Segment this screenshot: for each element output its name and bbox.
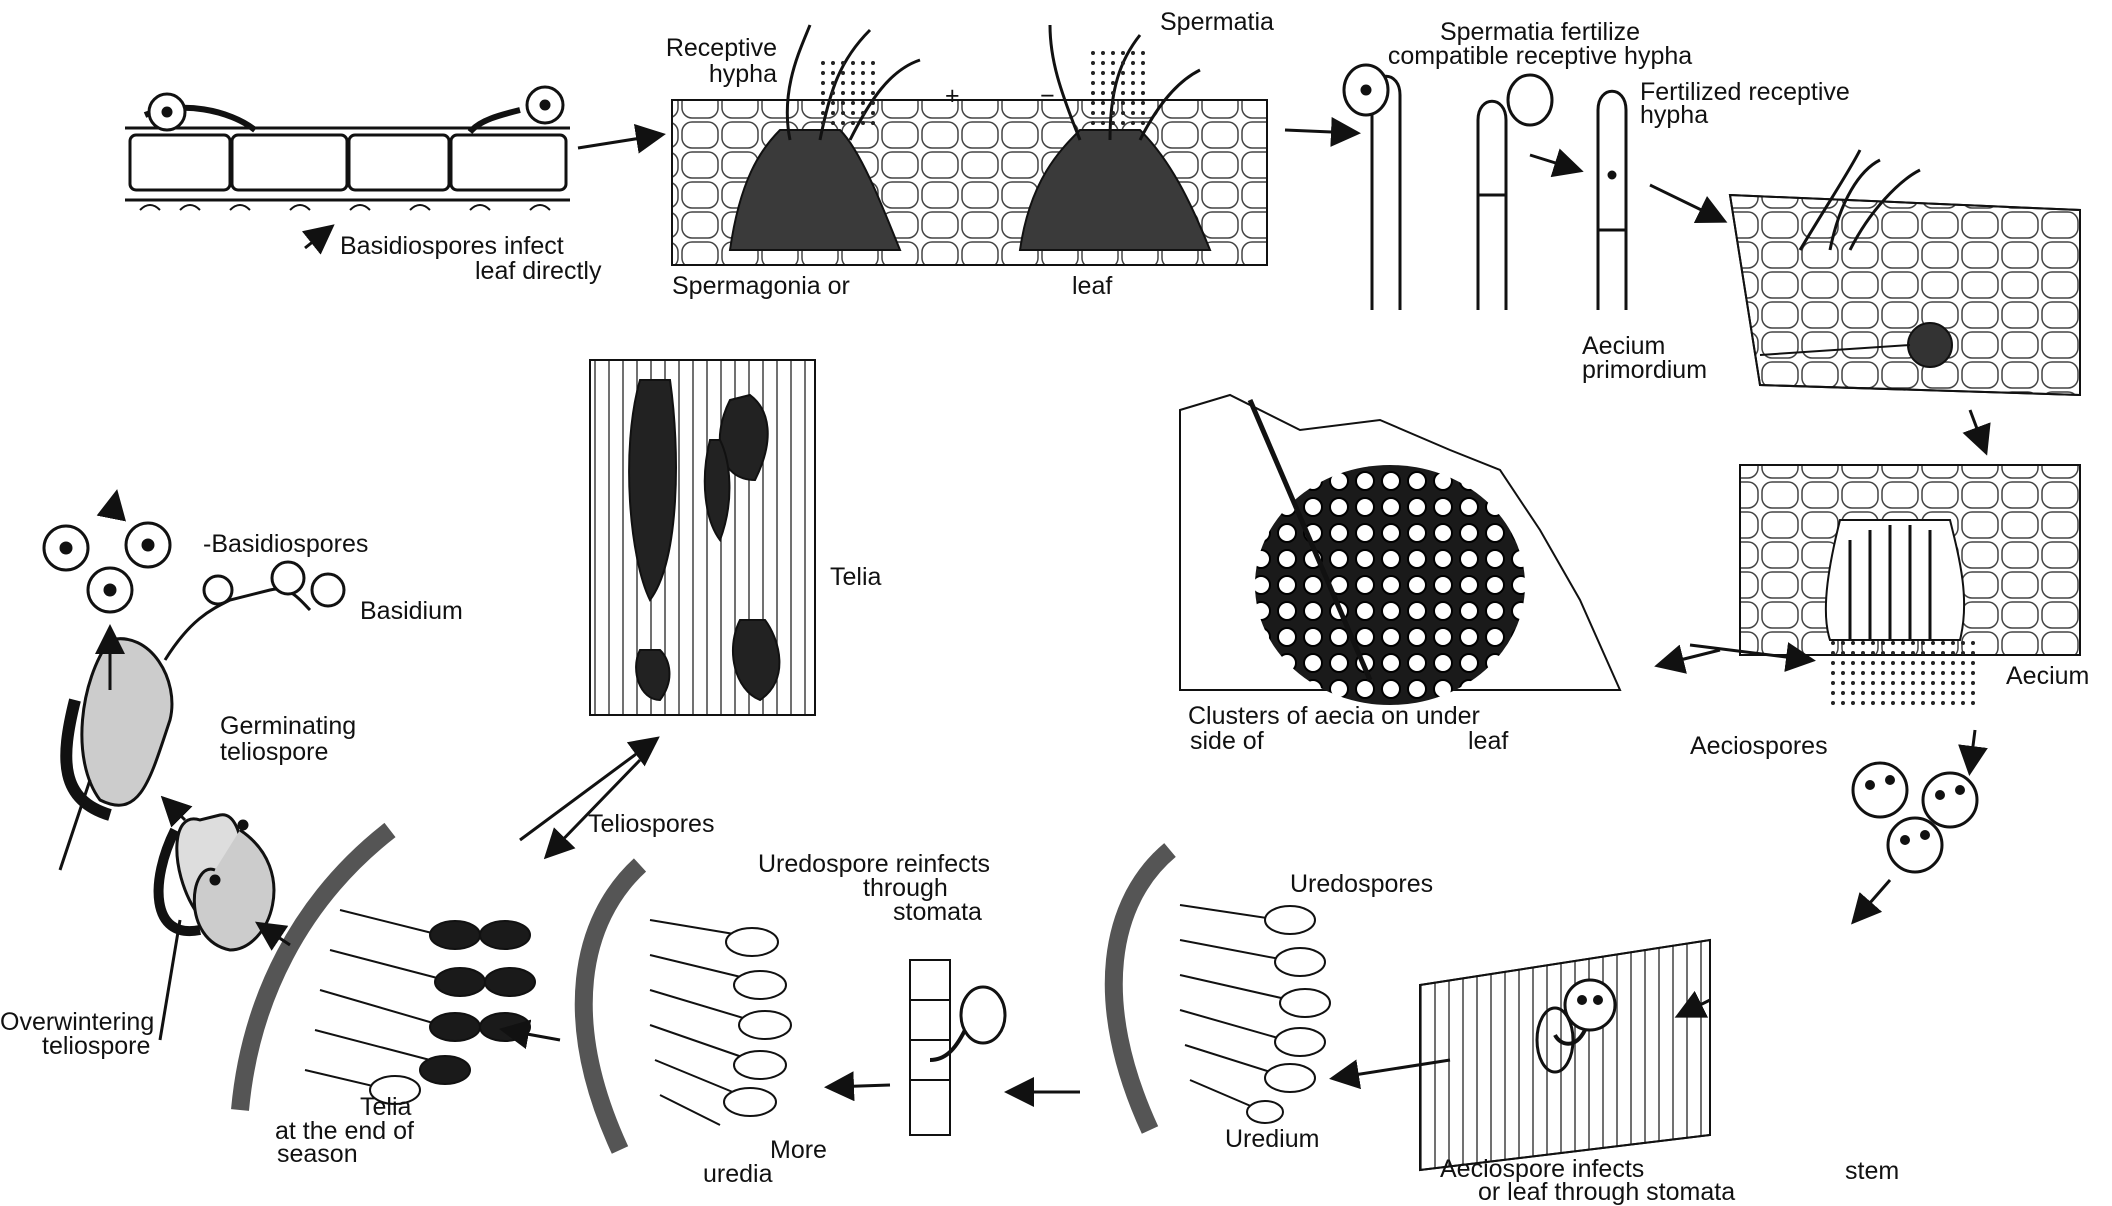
arrow-spermagonia-to-fertilize — [1285, 130, 1355, 133]
clusters-of-aecia-label-line1: Clusters of aecia on under — [1188, 702, 1480, 730]
uredospore-reinfects-label-line3: stomata — [893, 898, 982, 926]
panel-fertilization — [1344, 65, 1626, 310]
germinating-teliospore-label-line1: Germinating — [220, 712, 356, 740]
uredium-label: Uredium — [1225, 1125, 1319, 1153]
teliospores-label: Teliospores — [588, 810, 714, 838]
spermagonia-label: Spermagonia or — [672, 272, 850, 300]
more-uredia-label-line1: More — [770, 1136, 827, 1164]
arrow-basidiospores-to-spermagonia — [578, 135, 660, 148]
clusters-of-aecia-leaf-label: leaf — [1468, 727, 1508, 755]
aeciospores-label: Aeciospores — [1690, 732, 1828, 760]
panel-telia-stem — [590, 360, 815, 715]
minus-mating-type-label: − — [1040, 82, 1055, 110]
arrow-reinfection-to-more-uredia — [830, 1085, 890, 1087]
arrow-primordium-to-aecium — [1970, 410, 1985, 450]
panel-telia-end-of-season — [240, 830, 535, 1110]
arrow-basidiospore-infect-pointer — [305, 228, 330, 248]
arrow-germinating-up — [165, 800, 185, 820]
panel-teliospores — [44, 523, 344, 1040]
spermatia-label: Spermatia — [1160, 8, 1274, 36]
more-uredia-label-line2: uredia — [703, 1160, 773, 1188]
basidiospores-infect-label: Basidiospores infect — [340, 232, 564, 260]
panel-basidiospore-infection — [125, 87, 570, 210]
arrow-aecium-to-aeciospores — [1970, 730, 1975, 770]
arrow-fertilize-step — [1530, 155, 1578, 170]
basidium-label: Basidium — [360, 597, 463, 625]
panel-more-uredia — [584, 865, 791, 1150]
arrow-overwintering-to-germinating — [260, 925, 290, 945]
arrow-aecium-to-clusters — [1660, 650, 1720, 665]
arrow-fertilized-to-primordium — [1650, 185, 1722, 220]
aecium-label: Aecium — [2006, 662, 2089, 690]
plus-mating-type-label: + — [945, 82, 960, 110]
clusters-of-aecia-label-line2: side of — [1190, 727, 1264, 755]
panel-aecium-primordium — [1730, 150, 2080, 395]
arrow-basidiospores-out — [112, 495, 116, 515]
receptive-hypha-label-line1: Receptive — [612, 34, 777, 62]
panel-uredospore-reinfection — [910, 960, 1005, 1135]
arrow-aeciospores-down — [1855, 880, 1890, 920]
leaf-directly-label: leaf directly — [475, 257, 601, 285]
uredospores-label: Uredospores — [1290, 870, 1433, 898]
aeciospore-infects-stem-label: stem — [1845, 1157, 1899, 1185]
aecium-primordium-label-line2: primordium — [1582, 356, 1707, 384]
spermatia-fertilize-label-line2: compatible receptive hypha — [1330, 42, 1750, 70]
fertilized-receptive-hypha-label-line2: hypha — [1640, 101, 1708, 129]
receptive-hypha-label-line2: hypha — [612, 60, 777, 88]
aeciospore-infects-label-line2: or leaf through stomata — [1478, 1178, 1735, 1206]
telia-end-of-season-label-line3: season — [277, 1140, 358, 1168]
overwintering-teliospore-label-line2: teliospore — [42, 1032, 150, 1060]
basidiospores-label: -Basidiospores — [203, 530, 368, 558]
panel-aecia-clusters — [1180, 395, 1620, 705]
spermagonia-leaf-label: leaf — [1072, 272, 1112, 300]
panel-aeciospore-infection — [1420, 940, 1710, 1170]
telia-label: Telia — [830, 563, 881, 591]
germinating-teliospore-label-line2: teliospore — [220, 738, 328, 766]
